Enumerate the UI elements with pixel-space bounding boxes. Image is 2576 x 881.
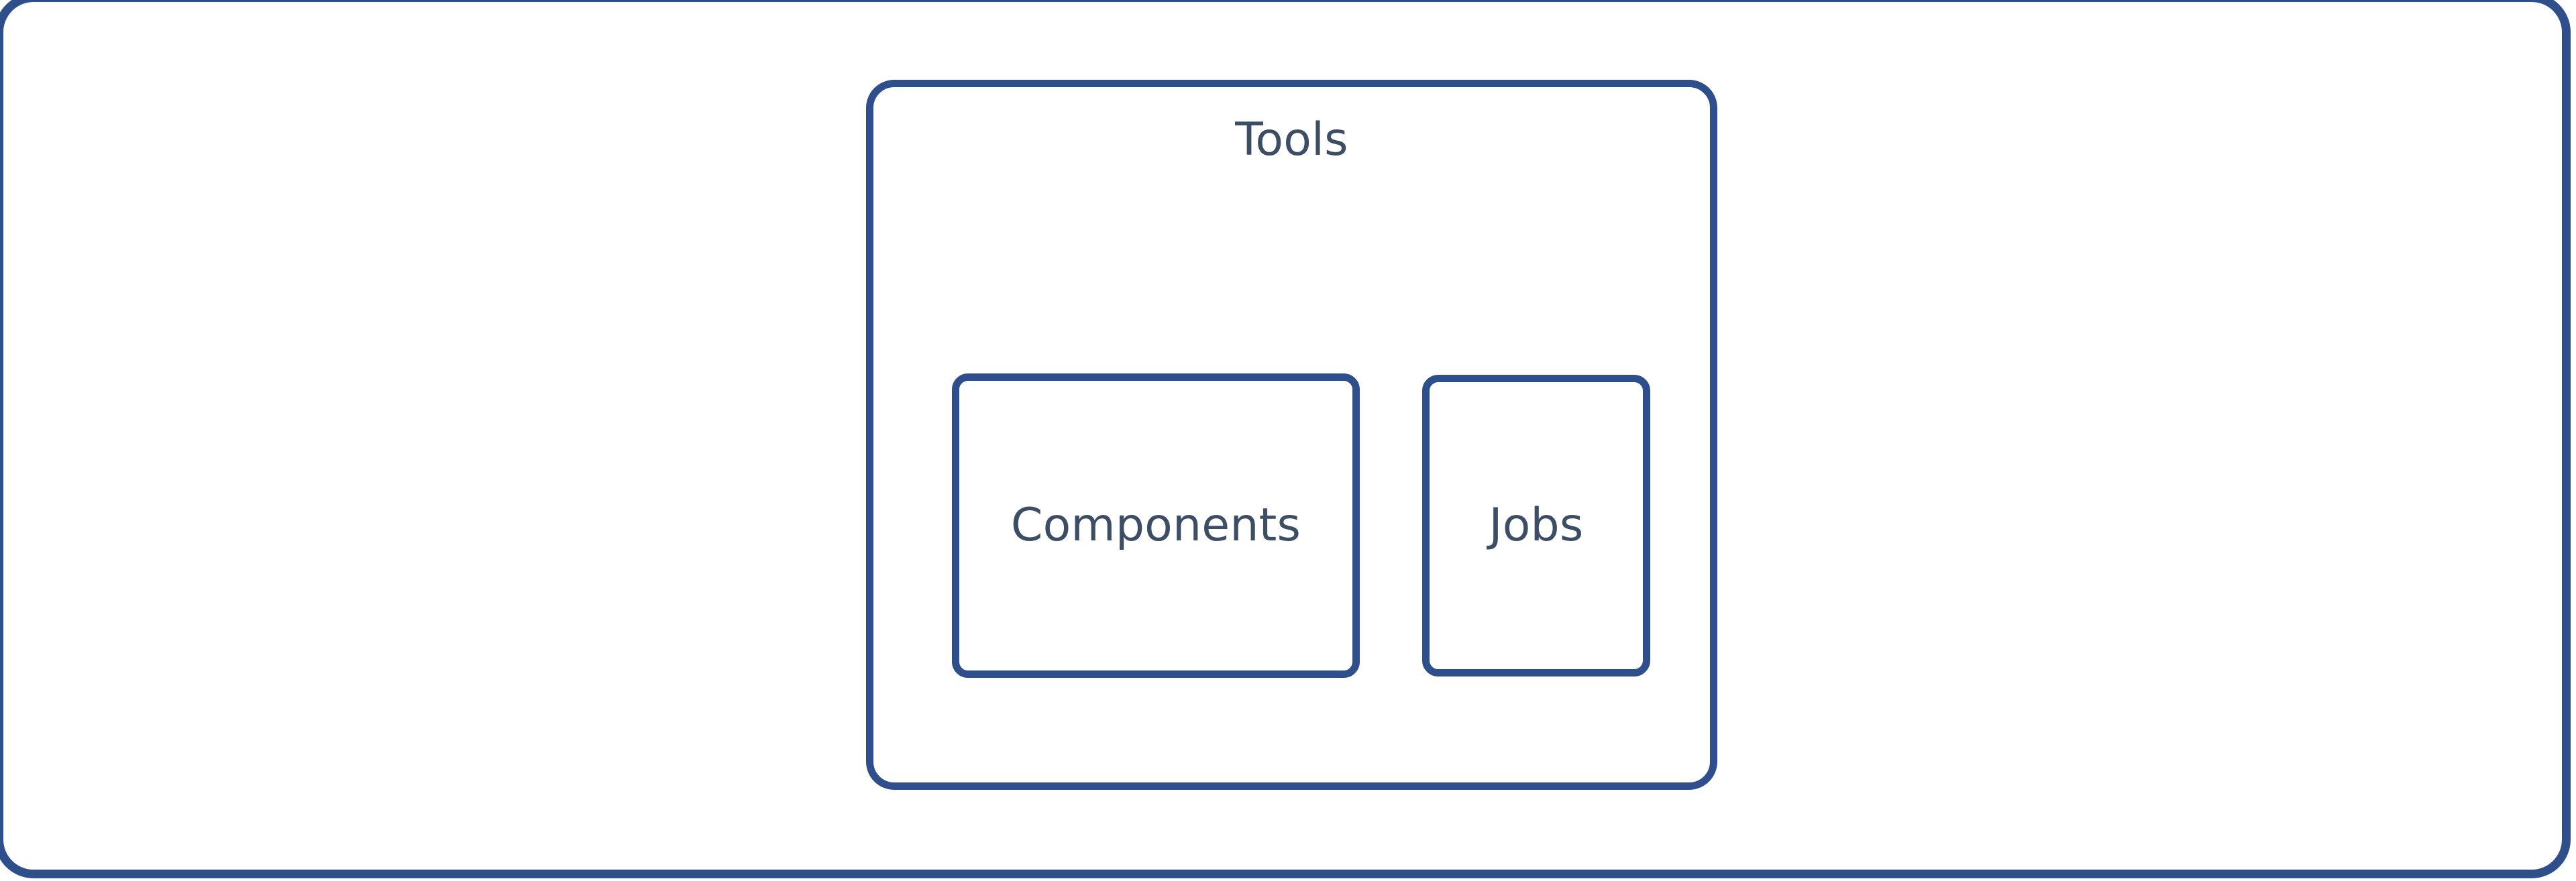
tools-group-container[interactable]: Tools Components Jobs — [866, 80, 1717, 790]
tools-children-row: Components Jobs — [873, 87, 1710, 782]
node-jobs[interactable]: Jobs — [1422, 375, 1650, 677]
node-jobs-label: Jobs — [1489, 499, 1584, 552]
tools-group-title: Tools — [1235, 113, 1348, 166]
node-components-label: Components — [1010, 499, 1301, 552]
node-components[interactable]: Components — [952, 373, 1360, 678]
